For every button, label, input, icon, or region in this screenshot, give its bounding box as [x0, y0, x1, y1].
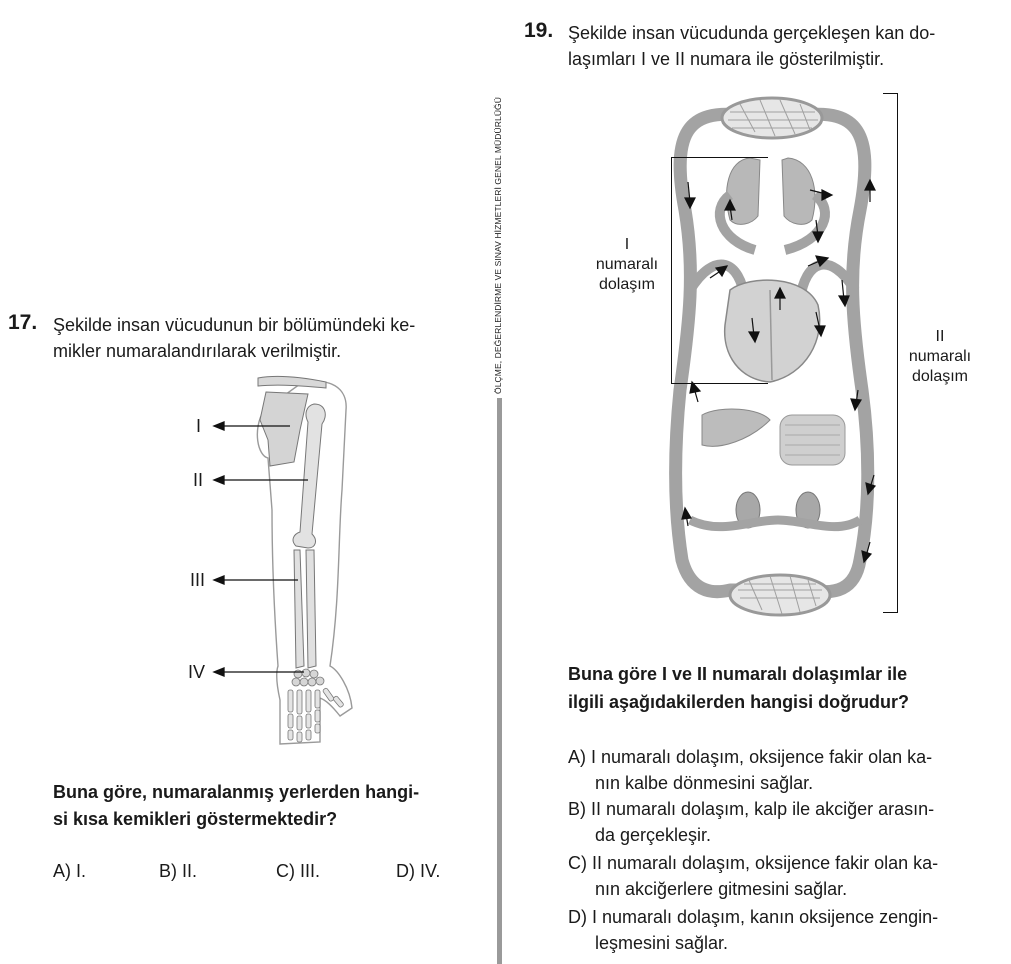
q17-question-line1: Buna göre, numaralanmış yerlerden hangi-	[53, 782, 420, 802]
circulation-I-label-line2: numaralı	[595, 256, 659, 273]
side-vertical-text: ÖLÇME, DEĞERLENDİRME VE SINAV HİZMETLERİ…	[493, 96, 503, 394]
q19-option-b-line2: da gerçekleşir.	[595, 825, 712, 845]
q17-question-line2: si kısa kemikleri göstermektedir?	[53, 809, 338, 829]
q19-option-d-line1: D) I numaralı dolaşım, kanın oksijence z…	[568, 907, 939, 927]
q19-option-c-line2: nın akciğerlere gitmesini sağlar.	[595, 879, 848, 899]
q19-option-d[interactable]: D) I numaralı dolaşım, kanın oksijence z…	[568, 904, 938, 956]
q19-option-b-line1: B) II numaralı dolaşım, kalp ile akciğer…	[568, 799, 935, 819]
q19-question-line1: Buna göre I ve II numaralı dolaşımlar il…	[568, 664, 908, 684]
q19-option-c-line1: C) II numaralı dolaşım, oksijence fakir …	[568, 853, 939, 873]
intestines	[779, 414, 846, 466]
circulation-II-label-line3: dolaşım	[911, 368, 969, 385]
q19-option-c[interactable]: C) II numaralı dolaşım, oksijence fakir …	[568, 850, 938, 902]
q19-option-d-line2: leşmesini sağlar.	[595, 933, 729, 953]
circulation-II-bracket	[883, 93, 898, 613]
q19-text-line1: Şekilde insan vücudunda gerçekleşen kan …	[568, 23, 936, 43]
heart	[723, 279, 821, 383]
upper-capillary-bed	[720, 96, 824, 140]
q17-label-II: II	[193, 470, 204, 490]
arm-skeleton-figure	[212, 375, 353, 745]
lungs	[726, 157, 761, 225]
circulation-II-label: II numaralı dolaşım	[898, 327, 982, 387]
q17-number: 17.	[8, 311, 38, 334]
circulation-II-label-line2: numaralı	[908, 348, 972, 365]
q17-text-line1: Şekilde insan vücudunun bir bölümündeki …	[53, 315, 416, 335]
q17-option-b[interactable]: B) II.	[159, 861, 198, 881]
circulation-I-bracket	[671, 157, 768, 384]
circulation-I-label: I numaralı dolaşım	[585, 235, 669, 295]
q19-question-line2: ilgili aşağıdakilerden hangisi doğrudur?	[568, 692, 910, 712]
scapula-bone	[259, 391, 309, 467]
circulation-II-label-line1: II	[935, 328, 945, 345]
q19-option-a[interactable]: A) I numaralı dolaşım, oksijence fakir o…	[568, 744, 932, 796]
q17-label-IV: IV	[188, 662, 206, 682]
q17-text-line2: mikler numaralandırılarak verilmiştir.	[53, 341, 342, 361]
q19-option-a-line2: nın kalbe dönmesini sağlar.	[595, 773, 814, 793]
q19-option-a-line1: A) I numaralı dolaşım, oksijence fakir o…	[568, 747, 933, 767]
humerus-bone	[292, 403, 326, 549]
column-divider	[497, 398, 502, 964]
lower-capillary-bed	[728, 573, 832, 617]
q19-text-line2: laşımları I ve II numara ile gösterilmiş…	[568, 49, 885, 69]
circulation-diagram	[669, 96, 877, 617]
q17-option-a[interactable]: A) I.	[53, 861, 87, 881]
liver	[701, 408, 771, 447]
q17-option-c[interactable]: C) III.	[276, 861, 320, 881]
q17-label-III: III	[190, 570, 206, 590]
q19-number: 19.	[524, 19, 554, 42]
circulation-I-label-line1: I	[624, 236, 630, 253]
q17-label-I: I	[196, 416, 202, 436]
q17-option-d[interactable]: D) IV.	[396, 861, 441, 881]
circulation-I-label-line3: dolaşım	[598, 276, 656, 293]
q19-option-b[interactable]: B) II numaralı dolaşım, kalp ile akciğer…	[568, 796, 934, 848]
